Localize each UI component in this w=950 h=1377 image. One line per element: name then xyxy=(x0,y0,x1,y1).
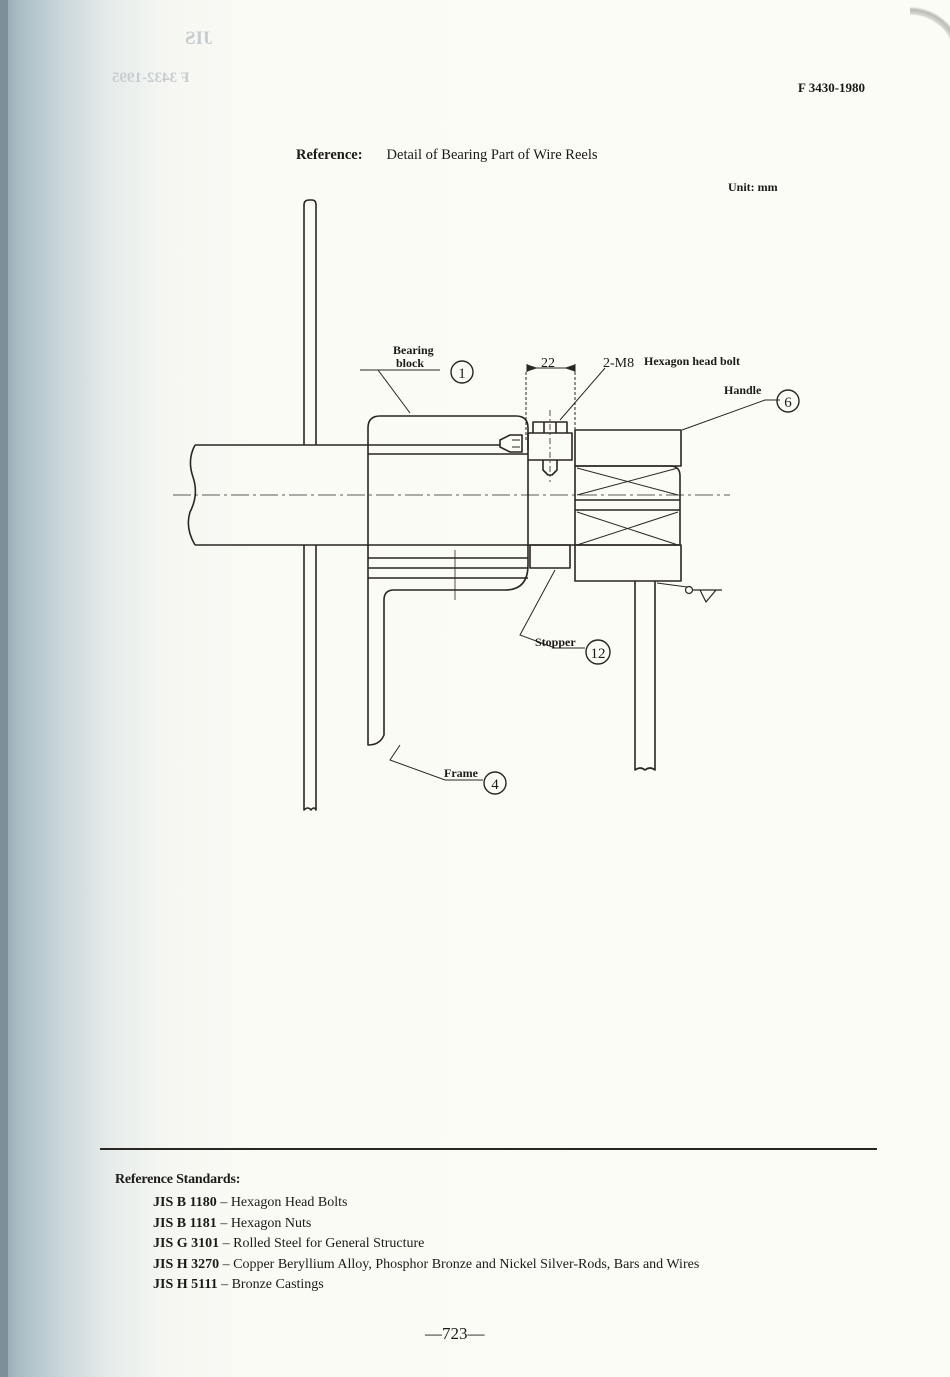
bearing-block-upper xyxy=(367,415,529,545)
label-frame: Frame xyxy=(444,766,479,780)
balloon-12-number: 12 xyxy=(591,646,606,662)
label-stopper: Stopper xyxy=(535,635,576,649)
document-id: F 3430-1980 xyxy=(798,80,866,95)
reference-standards-heading: Reference Standards: xyxy=(115,1172,241,1187)
label-bearing-line2: block xyxy=(396,356,424,370)
handle-grip xyxy=(634,581,656,771)
balloon-1-number: 1 xyxy=(458,366,466,382)
page-number-value: 723 xyxy=(442,1324,468,1343)
handle-upper xyxy=(574,429,682,467)
label-handle: Handle xyxy=(724,383,762,397)
list-item: JIS G 3101 – Rolled Steel for General St… xyxy=(153,1236,425,1251)
list-item: JIS H 5111 – Bronze Castings xyxy=(153,1277,324,1292)
reel-flange-lower xyxy=(303,545,317,811)
section-divider xyxy=(100,1148,877,1150)
hex-bolt-head xyxy=(532,421,568,433)
balloon-1 xyxy=(450,360,474,384)
unit-label: Unit: mm xyxy=(728,180,778,194)
list-item: JIS B 1181 – Hexagon Nuts xyxy=(153,1215,312,1231)
list-item: JIS B 1180 – Hexagon Head Bolts xyxy=(153,1195,348,1210)
figure-title-text: Detail of Bearing Part of Wire Reels xyxy=(386,147,598,163)
figure-title: Reference: Detail of Bearing Part of Wire… xyxy=(296,147,598,164)
frame xyxy=(367,545,529,746)
label-bolt-size: 2-M8 xyxy=(603,356,634,371)
reference-standards: Reference Standards: JIS B 1180 – Hexago… xyxy=(115,1172,699,1296)
balloon-6-number: 6 xyxy=(784,395,792,411)
book-spine-shadow xyxy=(0,0,8,1377)
balloon-6 xyxy=(776,389,800,413)
handle-hub xyxy=(574,465,681,546)
page-number: —723— xyxy=(425,1324,485,1343)
balloon-4-number: 4 xyxy=(491,777,499,793)
reel-flange-upper xyxy=(303,199,317,445)
label-dimension-22: 22 xyxy=(541,356,555,371)
balloon-4 xyxy=(483,771,507,795)
page-corner-curl xyxy=(910,0,950,60)
label-bearing-line1: Bearing xyxy=(393,343,434,357)
list-item: JIS H 3270 – Copper Beryllium Alloy, Pho… xyxy=(153,1256,700,1272)
balloon-12 xyxy=(585,639,611,665)
handle-lower xyxy=(574,544,682,582)
figure-title-label: Reference: xyxy=(296,147,363,163)
grease-nipple xyxy=(499,434,523,453)
label-bolt-desc: Hexagon head bolt xyxy=(644,354,740,368)
stopper xyxy=(529,544,571,569)
reference-standards-list: JIS B 1180 – Hexagon Head Bolts JIS B 11… xyxy=(115,1193,699,1296)
